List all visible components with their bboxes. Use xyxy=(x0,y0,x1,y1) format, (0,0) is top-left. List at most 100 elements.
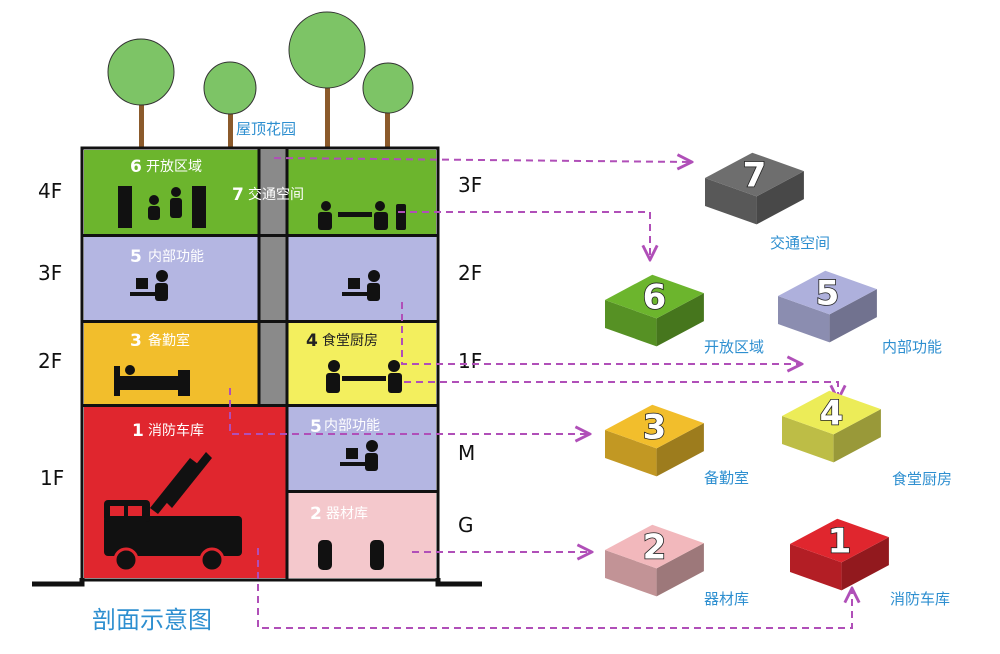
block-face-right xyxy=(656,293,704,347)
block-face-top xyxy=(705,152,804,197)
cabinet-icon xyxy=(178,370,190,396)
right-floor-label: G xyxy=(458,513,474,537)
block-b5: 5 内部功能 xyxy=(778,270,942,356)
block-face-right xyxy=(756,171,804,225)
tree-trunk xyxy=(139,95,144,150)
table-icon xyxy=(338,212,372,217)
core-shaft xyxy=(260,150,286,404)
room-number: 7 xyxy=(232,185,244,205)
block-face-top xyxy=(605,274,704,319)
block-number: 3 xyxy=(643,408,667,448)
monitor-icon xyxy=(348,278,360,289)
desk-icon xyxy=(130,292,160,296)
person-icon xyxy=(328,360,340,372)
block-label: 交通空间 xyxy=(770,234,830,252)
tree-crown xyxy=(107,38,175,106)
room-internal-lower xyxy=(288,407,436,490)
right-floor-label: 3F xyxy=(458,173,482,197)
arrow-to-4 xyxy=(404,381,838,398)
tree-crown xyxy=(203,61,257,115)
block-b1: 1 消防车库 xyxy=(790,518,950,608)
block-number: 2 xyxy=(643,528,667,568)
room-internal-upper-right xyxy=(288,237,436,320)
block-face-right xyxy=(829,289,877,343)
monitor-icon xyxy=(136,278,148,289)
block-face-top xyxy=(778,270,877,315)
person-icon xyxy=(368,270,380,282)
block-face-left xyxy=(605,300,657,347)
room-label: 备勤室 xyxy=(148,332,190,349)
room-traffic xyxy=(288,150,436,234)
person-icon xyxy=(366,440,378,452)
fire-truck-icon xyxy=(104,452,242,573)
room-label: 内部功能 xyxy=(148,249,204,265)
block-label: 器材库 xyxy=(704,590,749,608)
room-label: 食堂厨房 xyxy=(322,332,378,349)
people-pictograms xyxy=(104,186,406,573)
tree-trunk xyxy=(385,105,390,150)
ground-line xyxy=(32,578,482,587)
person-icon xyxy=(375,201,385,211)
right-floor-label: 1F xyxy=(458,349,482,373)
room-label: 器材库 xyxy=(326,506,368,522)
person-icon xyxy=(388,360,400,372)
room-internal-upper-left xyxy=(84,237,258,320)
left-floor-label: 2F xyxy=(38,349,62,373)
person-icon xyxy=(149,195,159,205)
block-face-left xyxy=(705,178,757,225)
desk-icon xyxy=(342,292,372,296)
block-number: 4 xyxy=(820,394,844,434)
block-label: 内部功能 xyxy=(882,338,942,356)
block-face-left xyxy=(790,544,842,591)
room-number: 1 xyxy=(132,421,144,441)
room-label: 交通空间 xyxy=(248,186,304,203)
block-face-left xyxy=(778,296,830,343)
arrow-to-7 xyxy=(273,158,690,162)
door-icon xyxy=(192,186,206,228)
monitor-icon xyxy=(346,448,358,459)
tree-crown xyxy=(362,62,414,114)
block-label: 食堂厨房 xyxy=(892,470,952,488)
tree-trunk xyxy=(325,75,330,150)
desk-icon xyxy=(340,462,370,466)
block-face-left xyxy=(782,416,834,463)
left-floor-label: 3F xyxy=(38,261,62,285)
block-face-left xyxy=(605,550,657,597)
room-equipment xyxy=(288,493,436,578)
block-face-right xyxy=(656,423,704,477)
block-number: 1 xyxy=(828,522,852,562)
right-floor-label: 2F xyxy=(458,261,482,285)
roof-garden-label: 屋顶花园 xyxy=(236,120,296,138)
left-floor-label: 4F xyxy=(38,179,62,203)
block-face-right xyxy=(841,537,889,591)
roof-trees xyxy=(107,11,414,150)
block-number: 6 xyxy=(643,278,667,318)
tree-crown xyxy=(288,11,366,89)
arrow-to-1 xyxy=(257,548,852,629)
person-icon xyxy=(321,201,331,211)
extinguisher-icon xyxy=(318,540,332,570)
bed-icon xyxy=(118,376,178,390)
arrow-to-5 xyxy=(401,302,800,364)
room-label: 开放区域 xyxy=(146,159,202,175)
section-caption: 剖面示意图 xyxy=(92,606,212,634)
right-floor-label: M xyxy=(458,441,475,465)
arrow-to-6 xyxy=(398,211,650,258)
block-face-top xyxy=(790,518,889,563)
block-label: 备勤室 xyxy=(704,469,749,487)
block-face-right xyxy=(656,543,704,597)
block-label: 消防车库 xyxy=(890,590,950,608)
left-floor-label: 1F xyxy=(40,466,64,490)
block-number: 5 xyxy=(816,274,840,314)
block-face-top xyxy=(782,390,881,435)
flow-arrows xyxy=(229,158,852,629)
tree-trunk xyxy=(228,100,233,150)
block-face-top xyxy=(605,404,704,449)
room-number: 5 xyxy=(310,417,322,437)
room-number: 4 xyxy=(306,331,318,351)
door-icon xyxy=(118,186,132,228)
